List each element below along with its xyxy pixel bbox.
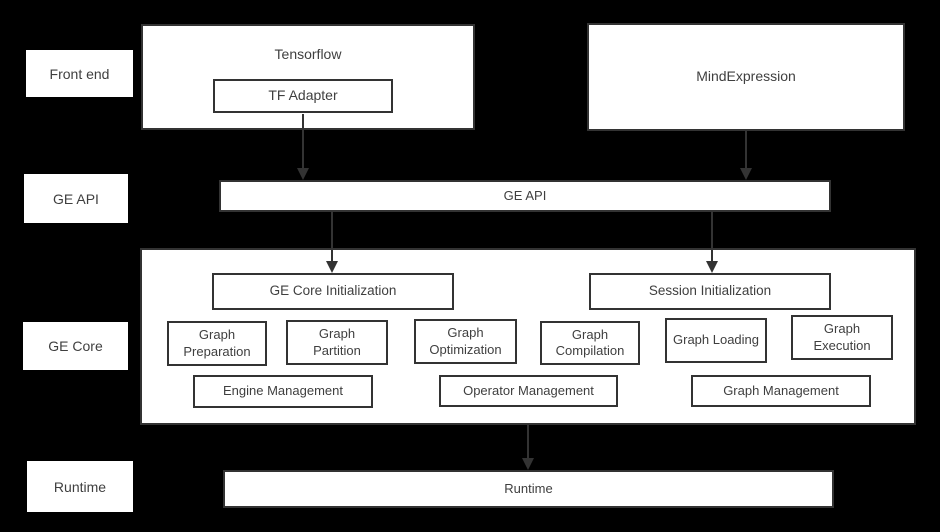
- arrow-head-icon: [297, 168, 309, 180]
- tensorflow-box: Tensorflow TF Adapter: [141, 24, 475, 130]
- arrow-head-icon: [740, 168, 752, 180]
- tf-adapter-label: TF Adapter: [268, 87, 338, 104]
- layer-label-ge-core: GE Core: [23, 322, 128, 370]
- layer-label-runtime: Runtime: [27, 461, 133, 512]
- box-ge-core-initialization: GE Core Initialization: [212, 273, 454, 310]
- arrow-shaft: [745, 131, 747, 170]
- arrow-ge-api-to-ge-core-initialization: [326, 212, 338, 273]
- box-graph-preparation: Graph Preparation: [167, 321, 267, 366]
- tf-adapter-box: TF Adapter: [213, 79, 393, 113]
- graph-execution-label: Graph Execution: [813, 321, 871, 353]
- graph-loading-label: Graph Loading: [673, 332, 760, 348]
- graph-management-label: Graph Management: [723, 382, 839, 398]
- layer-label-runtime-text: Runtime: [53, 478, 107, 495]
- box-engine-management: Engine Management: [193, 375, 373, 408]
- layer-label-ge-core-text: GE Core: [48, 338, 103, 354]
- ge-core-container: GE Core Initialization Session Initializ…: [140, 248, 916, 425]
- operator-management-label: Operator Management: [463, 382, 594, 398]
- graph-partition-label: Graph Partition: [313, 326, 361, 358]
- tensorflow-label: Tensorflow: [274, 46, 342, 62]
- box-graph-execution: Graph Execution: [791, 315, 893, 360]
- box-graph-loading: Graph Loading: [665, 318, 767, 363]
- arrow-shaft: [711, 212, 713, 263]
- ge-api-bar-label: GE API: [503, 187, 547, 203]
- arrow-head-icon: [522, 458, 534, 470]
- layer-label-front-end-text: Front end: [49, 65, 110, 82]
- layer-label-ge-api: GE API: [24, 174, 128, 223]
- arrow-mindexpression-to-ge-api: [740, 131, 752, 180]
- arrow-shaft: [331, 212, 333, 263]
- arrow-tf-adapter-to-ge-api: [297, 114, 309, 180]
- box-graph-management: Graph Management: [691, 375, 871, 407]
- arrow-ge-core-to-runtime: [522, 425, 534, 470]
- box-graph-optimization: Graph Optimization: [414, 319, 517, 364]
- session-initialization-label: Session Initialization: [648, 283, 772, 299]
- box-graph-compilation: Graph Compilation: [540, 321, 640, 365]
- arrow-head-icon: [326, 261, 338, 273]
- ge-core-initialization-label: GE Core Initialization: [269, 283, 397, 299]
- mindexpression-label: MindExpression: [696, 68, 796, 85]
- arrow-shaft: [527, 425, 529, 460]
- arrow-shaft: [302, 114, 304, 170]
- box-graph-partition: Graph Partition: [286, 320, 388, 365]
- layer-label-front-end: Front end: [26, 50, 133, 97]
- graph-preparation-label: Graph Preparation: [183, 327, 251, 359]
- graph-compilation-label: Graph Compilation: [555, 326, 625, 358]
- box-session-initialization: Session Initialization: [589, 273, 831, 310]
- box-operator-management: Operator Management: [439, 375, 618, 407]
- runtime-bar: Runtime: [223, 470, 834, 508]
- mindexpression-box: MindExpression: [587, 23, 905, 131]
- graph-optimization-label: Graph Optimization: [429, 325, 502, 357]
- runtime-bar-label: Runtime: [504, 480, 553, 496]
- arrow-head-icon: [706, 261, 718, 273]
- arrow-ge-api-to-session-initialization: [706, 212, 718, 273]
- layer-label-ge-api-text: GE API: [53, 190, 99, 207]
- ge-api-bar: GE API: [219, 180, 831, 212]
- engine-management-label: Engine Management: [223, 383, 343, 399]
